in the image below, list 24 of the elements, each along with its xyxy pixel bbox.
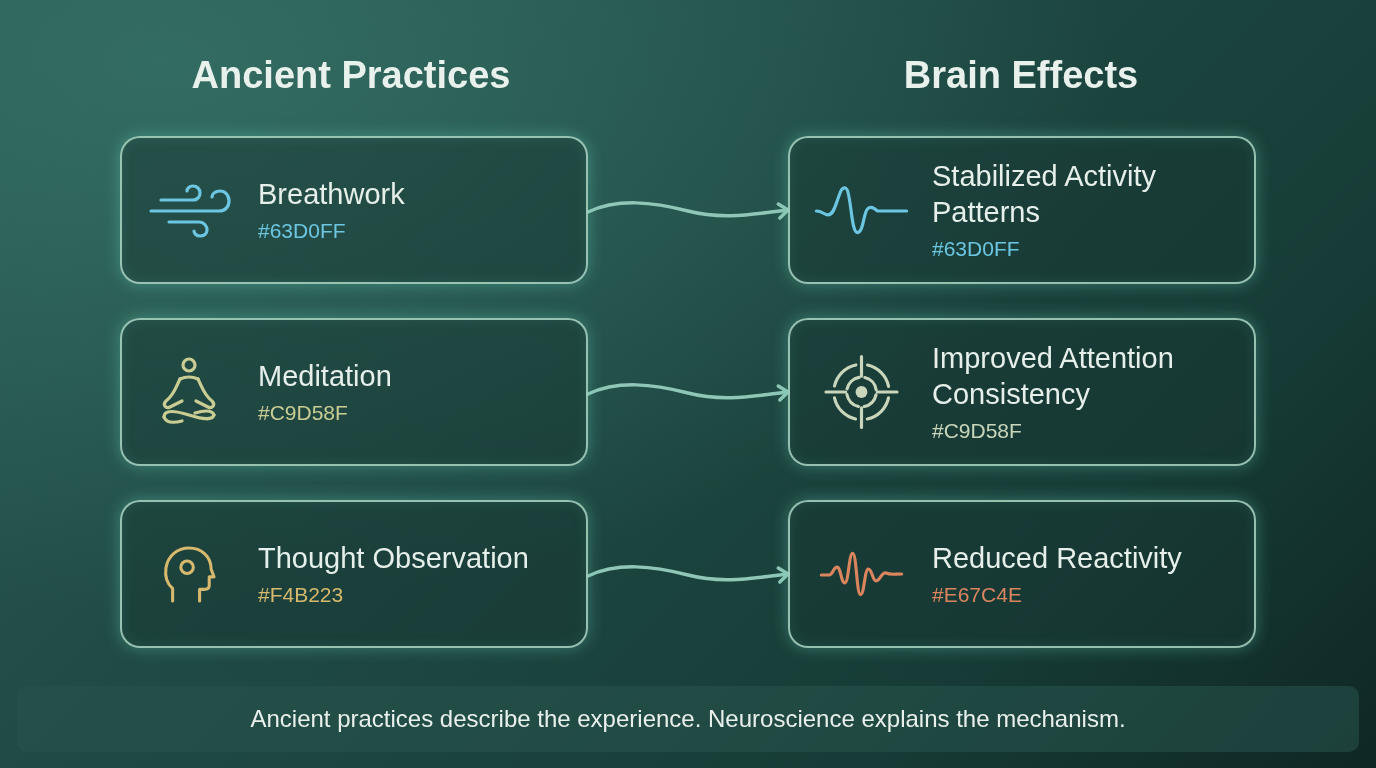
color-code: #63D0FF	[932, 236, 1020, 262]
effect-card	[788, 136, 1256, 284]
arrow	[586, 201, 790, 220]
column-heading: Brain Effects	[903, 53, 1139, 97]
effect-title: Improved Attention Consistency	[932, 341, 1175, 412]
practice-card	[120, 136, 588, 284]
practice-card	[120, 318, 588, 466]
caption-text: Ancient practices describe the experience. Neuroscience explains the mechanism.	[250, 705, 1126, 733]
arrow	[586, 383, 790, 402]
practice-title: Thought Observation	[258, 541, 529, 576]
color-code: #F4B223	[258, 582, 344, 608]
practice-title: Meditation	[258, 359, 392, 394]
effect-card	[788, 318, 1256, 466]
color-code: #C9D58F	[932, 418, 1022, 444]
color-code: #C9D58F	[258, 400, 348, 426]
column-heading: Ancient Practices	[191, 53, 511, 97]
practice-title: Breathwork	[258, 177, 405, 212]
color-code: #E67C4E	[932, 582, 1022, 608]
arrow	[586, 565, 790, 584]
color-code: #63D0FF	[258, 218, 346, 244]
effect-card	[788, 500, 1256, 648]
effect-title: Reduced Reactivity	[932, 541, 1182, 576]
effect-title: Stabilized Activity Patterns	[932, 159, 1158, 230]
practice-card	[120, 500, 588, 648]
